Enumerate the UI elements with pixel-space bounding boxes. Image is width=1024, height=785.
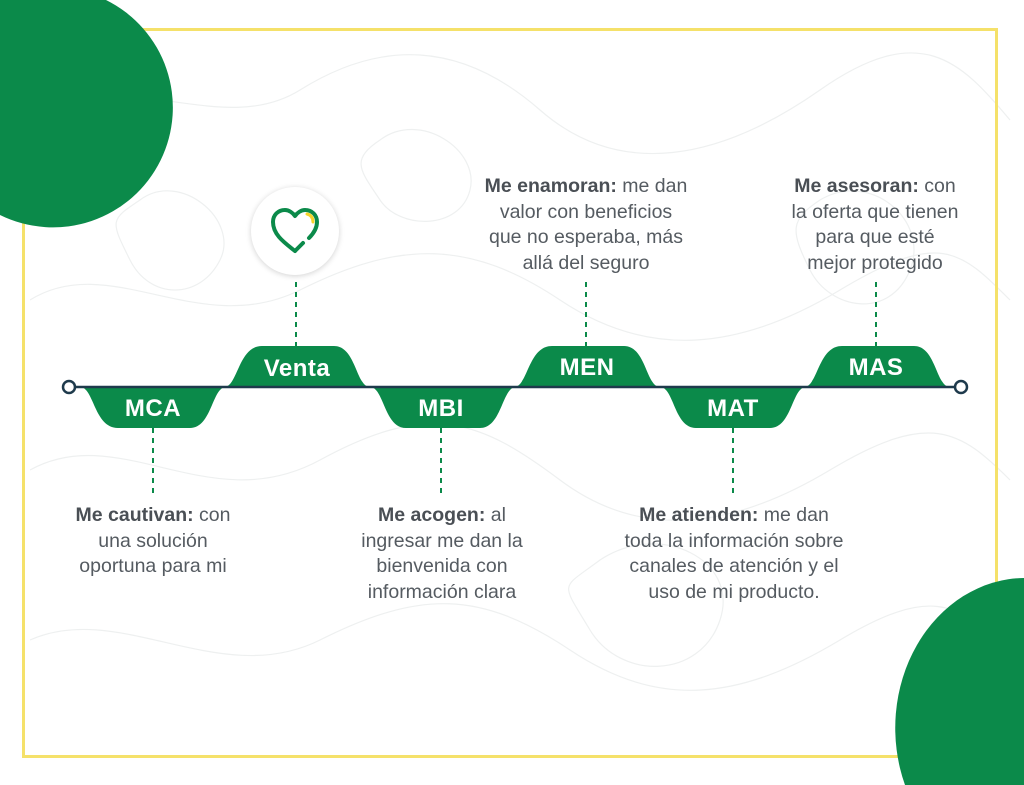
tab-men-shape [514,346,660,387]
desc-mbi-line-3: bienvenida con [376,555,508,577]
desc-men-line-3: que no esperaba, más [488,226,684,248]
desc-mat-line-2: toda la información sobre [624,529,844,552]
desc-mat: Me atienden: me dan toda la información … [588,503,880,605]
desc-mat-line-1: me dan [758,504,829,526]
desc-mbi: Me acogen: al ingresar me dan la bienven… [330,503,554,605]
tab-mat-shape [660,387,806,428]
desc-men-line-4: allá del seguro [522,251,650,274]
tab-mat: MAT [707,395,759,422]
desc-mat-title: Me atienden: [639,504,759,526]
top-left-green-quarter-circle [0,0,173,228]
heart-icon [271,208,319,253]
bottom-right-green-quarter-circle [895,578,1024,785]
timeline-end-dot [953,379,969,395]
tab-mca: MCA [124,395,182,422]
yellow-frame [22,28,998,758]
tab-mas-shape [804,346,950,387]
desc-mca-line-1: con [193,504,231,526]
desc-mas-line-1: con [918,175,956,197]
desc-mas-line-2: la oferta que tienen [791,200,959,223]
desc-men: Me enamoran: me dan valor con beneficios… [460,174,712,276]
desc-men-line-2: valor con beneficios [499,200,673,223]
desc-men-line-1: me dan [616,175,688,197]
tab-men: MEN [559,354,615,381]
desc-mas-title: Me asesoran: [794,175,919,197]
tab-mas: MAS [848,354,904,381]
desc-mas-line-4: mejor protegido [807,251,943,274]
desc-mas-line-3: para que esté [815,226,935,248]
desc-mbi-line-2: ingresar me dan la [361,529,523,552]
heart-badge [251,187,339,275]
tab-mbi: MBI [418,395,464,422]
desc-mca-line-3: oportuna para mi [79,555,227,577]
tab-mca-shape [80,387,226,428]
desc-mat-line-4: uso de mi producto. [648,580,820,603]
tab-venta: Venta [263,355,331,382]
desc-mbi-line-1: al [485,504,506,526]
desc-mat-line-3: canales de atención y el [629,555,839,577]
tab-venta-shape [224,346,370,387]
tab-mbi-shape [370,387,516,428]
desc-mbi-title: Me acogen: [378,504,486,526]
desc-mca-line-2: una solución [98,529,208,552]
timeline-start-dot [61,379,77,395]
desc-mbi-line-4: información clara [367,580,517,603]
desc-mas: Me asesoran: con la oferta que tienen pa… [758,174,992,276]
desc-mca-title: Me cautivan: [75,504,194,526]
desc-mca: Me cautivan: con una solución oportuna p… [40,503,266,580]
desc-men-title: Me enamoran: [484,175,617,197]
